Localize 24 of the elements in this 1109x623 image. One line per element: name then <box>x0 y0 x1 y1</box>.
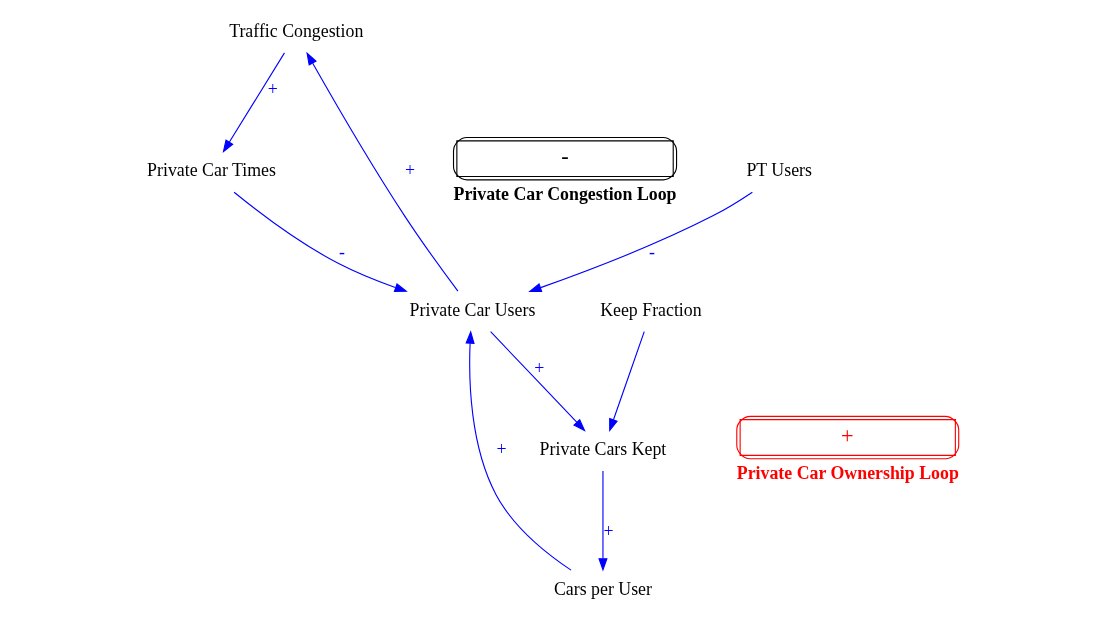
arrow <box>464 330 572 571</box>
arrow <box>233 191 408 292</box>
edge-label: + <box>533 357 544 378</box>
node-label: Private Car Congestion Loop <box>453 183 677 204</box>
node-text: Private Cars Kept <box>539 439 666 460</box>
node-text: Private Car Times <box>146 160 276 181</box>
node-text: Private Car Users <box>409 299 535 320</box>
node-text: PT Users <box>745 160 812 181</box>
node-label: Private Car Ownership Loop <box>736 462 959 483</box>
node-text: Keep Fraction <box>599 299 702 320</box>
arrow <box>222 52 285 154</box>
arrow <box>489 331 586 432</box>
node-text: Cars per User <box>553 578 652 599</box>
edge-label: - <box>338 241 345 262</box>
arrow <box>305 51 458 292</box>
edge-label: + <box>404 160 415 181</box>
edge-label: + <box>603 520 614 541</box>
arrow <box>527 191 753 292</box>
arrow <box>608 331 645 433</box>
arrow <box>597 470 608 572</box>
edge-label: + <box>267 78 278 99</box>
node-text: Traffic Congestion <box>228 20 363 41</box>
edge-label: + <box>495 439 506 460</box>
edge-label: - <box>648 241 655 262</box>
